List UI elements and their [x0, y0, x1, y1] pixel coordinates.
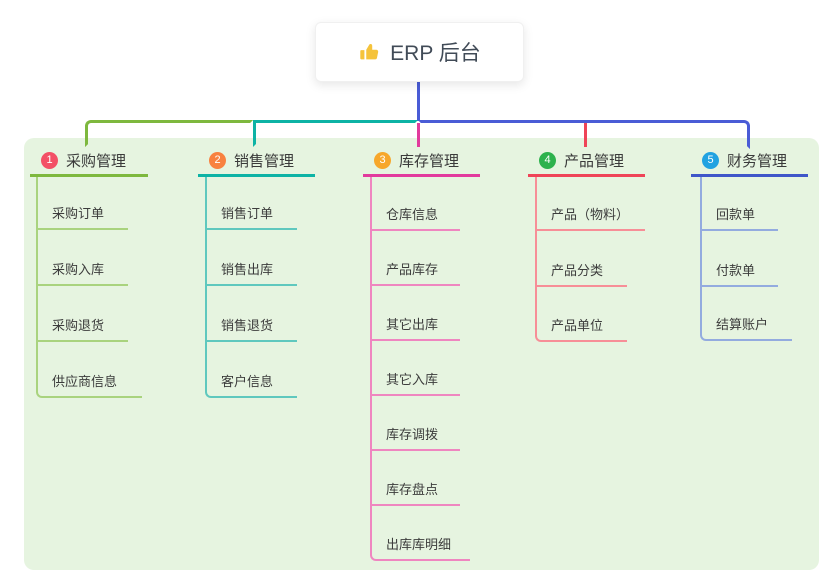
child-item[interactable]: 出库库明细	[370, 506, 470, 561]
branch-header-purchase[interactable]: 1 采购管理	[30, 146, 148, 177]
child-item[interactable]: 其它出库	[370, 286, 460, 341]
branches-panel	[24, 138, 819, 570]
child-item[interactable]: 回款单	[700, 177, 778, 231]
child-item[interactable]: 销售退货	[205, 286, 297, 342]
child-label: 销售退货	[221, 318, 274, 333]
root-label: ERP 后台	[390, 42, 481, 65]
child-item[interactable]: 结算账户	[700, 287, 792, 341]
child-label: 采购订单	[52, 206, 105, 221]
child-item[interactable]: 产品库存	[370, 231, 460, 286]
child-label: 客户信息	[221, 374, 274, 389]
child-item[interactable]: 产品分类	[535, 231, 627, 287]
branch-label: 采购管理	[66, 152, 127, 170]
child-label: 销售订单	[221, 206, 274, 221]
branch-header-finance[interactable]: 5 财务管理	[691, 146, 808, 177]
child-label: 库存盘点	[386, 482, 439, 497]
branch-badge: 4	[539, 151, 556, 169]
child-label: 采购入库	[52, 262, 105, 277]
connector-branch-4	[584, 123, 587, 147]
child-label: 库存调拨	[386, 427, 439, 442]
branch-badge: 1	[41, 151, 58, 169]
child-item[interactable]: 付款单	[700, 231, 778, 287]
child-item[interactable]: 产品单位	[535, 287, 627, 342]
branch-badge: 3	[374, 151, 391, 169]
child-item[interactable]: 库存盘点	[370, 451, 460, 506]
branch-label: 销售管理	[234, 152, 295, 170]
connector-branch-3	[417, 123, 420, 147]
child-label: 结算账户	[716, 317, 769, 332]
child-label: 产品（物料）	[551, 207, 630, 222]
child-label: 供应商信息	[52, 374, 118, 389]
child-label: 产品单位	[551, 318, 604, 333]
child-label: 其它入库	[386, 372, 439, 387]
child-item[interactable]: 客户信息	[205, 342, 297, 398]
connector-branch-1	[85, 120, 253, 147]
root-connector-line	[417, 82, 420, 121]
child-item[interactable]: 销售订单	[205, 177, 297, 230]
child-item[interactable]: 采购入库	[36, 230, 128, 286]
branch-badge: 2	[209, 151, 226, 169]
child-item[interactable]: 供应商信息	[36, 342, 142, 398]
root-node[interactable]: ERP 后台	[315, 22, 524, 82]
branch-label: 产品管理	[564, 152, 625, 170]
thumbs-up-icon	[360, 43, 379, 60]
child-item[interactable]: 产品（物料）	[535, 177, 645, 231]
child-label: 仓库信息	[386, 207, 439, 222]
child-label: 销售出库	[221, 262, 274, 277]
branch-header-product[interactable]: 4 产品管理	[528, 146, 645, 177]
branch-badge: 5	[702, 151, 719, 169]
child-label: 出库库明细	[386, 537, 452, 552]
child-item[interactable]: 销售出库	[205, 230, 297, 286]
child-label: 回款单	[716, 207, 756, 222]
branch-label: 库存管理	[399, 152, 460, 170]
child-item[interactable]: 其它入库	[370, 341, 460, 396]
connector-branch-2	[253, 120, 418, 147]
connector-branch-5	[418, 120, 750, 149]
branch-header-inventory[interactable]: 3 库存管理	[363, 146, 480, 177]
branch-label: 财务管理	[727, 152, 788, 170]
child-item[interactable]: 采购退货	[36, 286, 128, 342]
child-label: 其它出库	[386, 317, 439, 332]
child-item[interactable]: 仓库信息	[370, 177, 460, 231]
child-item[interactable]: 采购订单	[36, 177, 128, 230]
child-item[interactable]: 库存调拨	[370, 396, 460, 451]
child-label: 产品分类	[551, 263, 604, 278]
branch-header-sales[interactable]: 2 销售管理	[198, 146, 315, 177]
child-label: 采购退货	[52, 318, 105, 333]
child-label: 付款单	[716, 263, 756, 278]
child-label: 产品库存	[386, 262, 439, 277]
